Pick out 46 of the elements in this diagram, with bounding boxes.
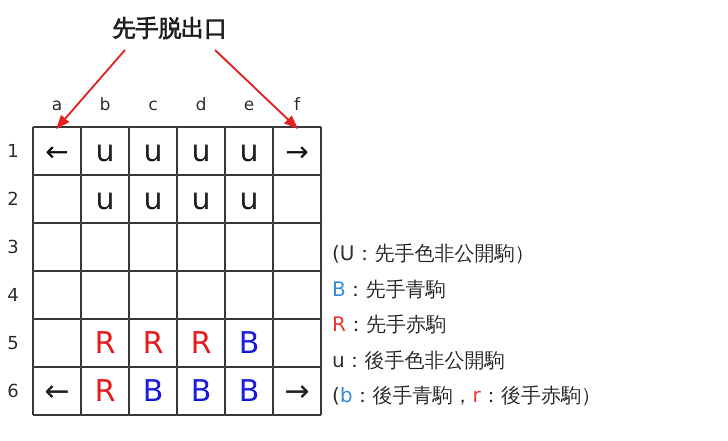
piece-letter: u (94, 132, 116, 170)
piece-letter: u (94, 180, 116, 218)
legend-text: u：後手色非公開駒 (332, 348, 505, 372)
column-letter: d (194, 94, 208, 117)
column-letter: c (147, 94, 159, 117)
piece-letter: u (190, 132, 212, 170)
piece-letter: b (340, 383, 353, 407)
legend-text: (U：先手色非公開駒） (332, 241, 534, 265)
piece-letter: R (94, 372, 116, 410)
legend-text: ：後手青駒， (352, 383, 473, 407)
arrow (214, 49, 298, 129)
piece-letter: u (238, 132, 260, 170)
piece-letter: B (238, 324, 260, 362)
piece-letter: R (94, 324, 116, 362)
piece-letter: u (190, 180, 212, 218)
column-letter: a (50, 94, 64, 117)
piece-letter: u (142, 132, 164, 170)
row-number: 6 (6, 380, 20, 404)
piece-letter: B (238, 372, 260, 410)
piece-letter: B (190, 372, 212, 410)
piece-letter: B (332, 276, 346, 300)
legend-text: ( (332, 383, 340, 407)
column-letter: e (242, 94, 256, 117)
piece-letter: u (142, 180, 164, 218)
row-number: 4 (6, 284, 20, 308)
legend-text: ：先手青駒 (346, 276, 446, 300)
row-number: 3 (6, 236, 20, 260)
legend-text: ：後手赤駒） (480, 383, 601, 407)
row-number: 1 (6, 140, 20, 164)
exit-cell: ← (34, 128, 80, 174)
row-number: 5 (6, 332, 20, 356)
legend-text: ：先手赤駒 (346, 312, 446, 336)
piece-letter: B (142, 372, 164, 410)
piece-letter: R (142, 324, 164, 362)
row-number: 2 (6, 188, 20, 212)
column-letter: f (293, 94, 302, 117)
piece-letter: u (238, 180, 260, 218)
column-letter: b (98, 94, 112, 117)
piece-letter: R (332, 312, 346, 336)
piece-letter: R (190, 324, 212, 362)
exit-cell: → (274, 128, 320, 174)
title-text: 先手脱出口 (90, 8, 250, 48)
arrow (56, 49, 126, 130)
arrow-symbol: ← (43, 372, 71, 410)
piece-letter: r (472, 383, 481, 407)
arrow-symbol: → (283, 372, 311, 410)
